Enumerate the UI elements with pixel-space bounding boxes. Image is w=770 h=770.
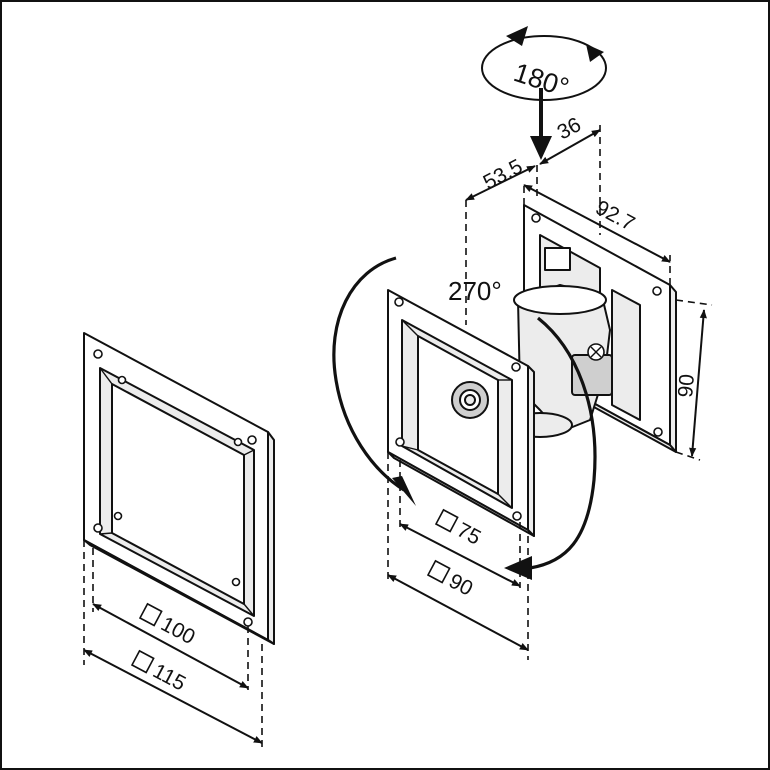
rotation-arrow-icon — [504, 556, 532, 580]
mount-hole — [93, 349, 103, 359]
mount-hole — [233, 437, 243, 447]
dimension-label-53-5: 53.5 — [480, 155, 527, 194]
rotation-label-270: 270° — [448, 276, 502, 306]
mount-hole — [652, 286, 662, 296]
mount-hole — [117, 375, 127, 385]
square-symbol — [138, 602, 163, 627]
dimension-label-115: 115 — [149, 659, 189, 695]
mount-hole — [231, 577, 241, 587]
rotation-270-indicator: 270° — [332, 256, 597, 580]
square-symbol — [130, 649, 155, 674]
dimension-label-wall-90: 90 — [674, 373, 699, 398]
dimension-label-36: 36 — [554, 113, 585, 144]
mount-hole — [653, 427, 663, 437]
rotation-arrow-icon — [506, 26, 528, 46]
mount-hole — [512, 511, 522, 521]
dimension-label-90: 90 — [445, 569, 476, 600]
rotation-arrow-icon — [586, 44, 604, 62]
down-arrow-icon — [530, 136, 552, 160]
dimension-label-100: 100 — [157, 612, 199, 649]
dimension-label-92-7: 92.7 — [592, 196, 639, 235]
mount-hole — [243, 617, 253, 627]
square-symbol — [426, 559, 451, 584]
dimension-label-75: 75 — [453, 518, 484, 549]
vesa-front-plate — [387, 289, 535, 537]
mount-hole — [113, 511, 123, 521]
mount-hole — [247, 435, 257, 445]
vesa-adapter-plate — [83, 332, 275, 645]
dimension-wall-height: 90 — [674, 299, 713, 461]
mount-hole — [511, 362, 521, 372]
square-symbol — [434, 508, 459, 533]
rotation-arrow-icon — [392, 476, 416, 506]
mount-hole — [531, 213, 541, 223]
mount-hole — [93, 523, 103, 533]
mount-hole — [394, 297, 404, 307]
rotation-180-indicator: 180° — [481, 26, 607, 160]
mount-hole — [395, 437, 405, 447]
